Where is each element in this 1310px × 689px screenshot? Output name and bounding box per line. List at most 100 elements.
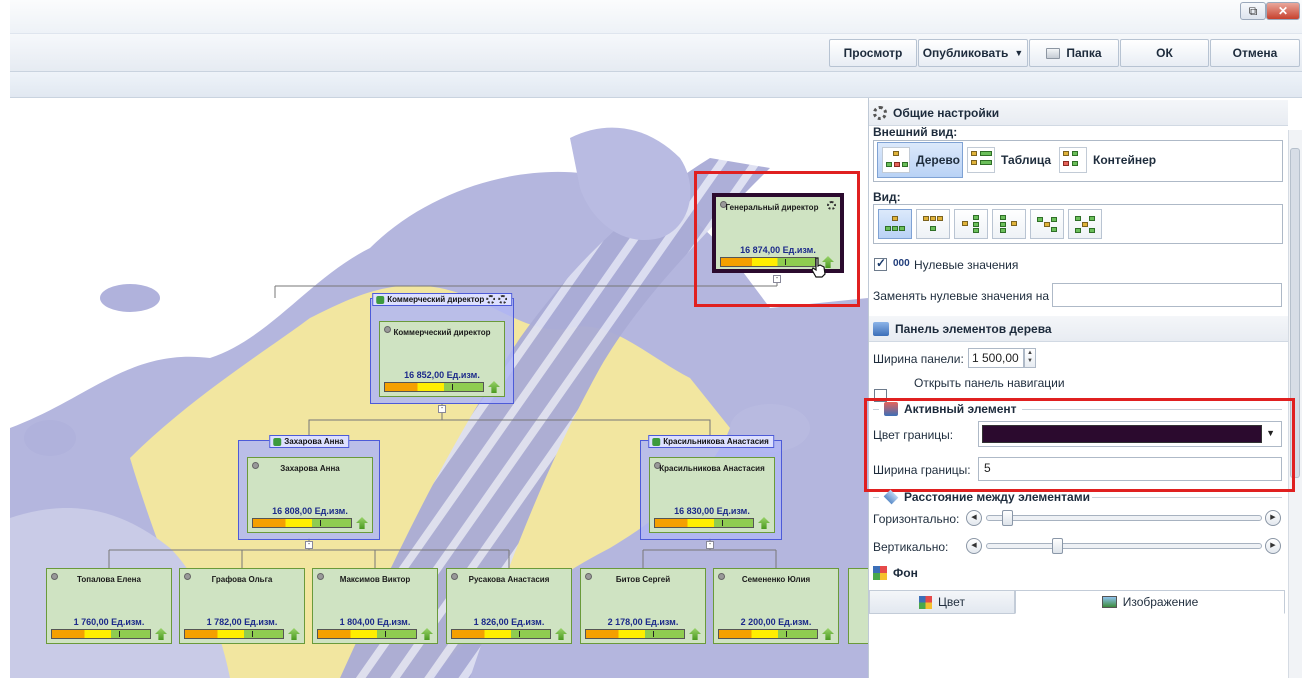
spacing-title-text: Расстояние между элементами bbox=[904, 490, 1090, 504]
collapse-toggle[interactable]: - bbox=[438, 405, 446, 413]
node-title: Семененко Юлия bbox=[741, 575, 811, 584]
restore-icon[interactable]: ⧉ bbox=[1240, 2, 1266, 20]
folder-button[interactable]: Папка bbox=[1029, 39, 1119, 67]
node-value: 1 826,00 Ед.изм. bbox=[473, 617, 545, 627]
node-title: Графова Ольга bbox=[211, 575, 273, 584]
hand-cursor-icon bbox=[811, 257, 826, 278]
replace-zero-input[interactable] bbox=[1052, 283, 1282, 307]
tree-panel-section-title: Панель элементов дерева bbox=[873, 322, 1052, 336]
collapse-toggle[interactable]: - bbox=[773, 275, 781, 283]
panel-width-stepper[interactable]: ▲▼ bbox=[1024, 348, 1036, 368]
fieldset-line bbox=[873, 409, 879, 410]
type-tree-button[interactable]: Дерево bbox=[877, 142, 963, 178]
org-chart-canvas[interactable]: Генеральный директор 16 874,00 Ед.изм. -… bbox=[10, 98, 868, 678]
view-bottom-up-icon bbox=[922, 215, 944, 233]
group-title-label: Коммерческий директор bbox=[387, 295, 485, 304]
tab-image[interactable]: Изображение bbox=[1015, 590, 1285, 614]
zero-values-icon: 000 bbox=[893, 258, 910, 269]
arrow-up-icon bbox=[155, 628, 167, 640]
folder-button-label: Папка bbox=[1066, 46, 1102, 60]
leaf-node-partial[interactable] bbox=[848, 568, 868, 644]
node-value: 16 830,00 Ед.изм. bbox=[674, 506, 750, 516]
panel-width-label: Ширина панели: bbox=[873, 352, 964, 366]
vertical-increase-button[interactable]: ▶ bbox=[1265, 538, 1281, 554]
panel-scrollbar-thumb[interactable] bbox=[1290, 148, 1300, 478]
view-left-right-button[interactable] bbox=[992, 209, 1026, 239]
zero-values-label: Нулевые значения bbox=[914, 258, 1019, 272]
border-width-input[interactable]: 5 bbox=[978, 457, 1282, 481]
fieldset-line bbox=[873, 497, 879, 498]
leaf-node[interactable]: Битов Сергей 2 178,00 Ед.изм. bbox=[580, 568, 706, 644]
leaf-node[interactable]: Семененко Юлия 2 200,00 Ед.изм. bbox=[713, 568, 839, 644]
type-table-button[interactable]: Таблица bbox=[967, 142, 1057, 178]
group-title-label: Захарова Анна bbox=[284, 437, 344, 446]
node-title: Максимов Виктор bbox=[339, 575, 411, 584]
background-title-text: Фон bbox=[893, 566, 918, 580]
type-table-label: Таблица bbox=[1001, 153, 1052, 167]
group-commercial[interactable]: Коммерческий директор Коммерческий дирек… bbox=[370, 293, 514, 404]
vertical-slider-thumb[interactable] bbox=[1052, 538, 1064, 554]
window-titlebar bbox=[10, 0, 1302, 34]
leaf-node[interactable]: Графова Ольга 1 782,00 Ед.изм. bbox=[179, 568, 305, 644]
node-mini-icon bbox=[718, 573, 725, 580]
leaf-node[interactable]: Русакова Анастасия 1 826,00 Ед.изм. bbox=[446, 568, 572, 644]
panel-width-input[interactable]: 1 500,00 bbox=[968, 348, 1024, 368]
tree-panel-icon bbox=[873, 322, 889, 336]
collapse-toggle[interactable]: - bbox=[706, 541, 714, 549]
zakharova-node[interactable]: Захарова Анна 16 808,00 Ед.изм. bbox=[247, 457, 373, 533]
horizontal-increase-button[interactable]: ▶ bbox=[1265, 510, 1281, 526]
publish-button[interactable]: Опубликовать▼ bbox=[918, 39, 1028, 67]
view-right-left-button[interactable] bbox=[954, 209, 988, 239]
status-bar bbox=[252, 518, 352, 528]
cancel-button-label: Отмена bbox=[1232, 46, 1278, 60]
view-center-horizontal-button[interactable] bbox=[1030, 209, 1064, 239]
view-top-down-icon bbox=[884, 215, 906, 233]
status-bar bbox=[384, 382, 484, 392]
type-container-button[interactable]: Контейнер bbox=[1059, 142, 1169, 178]
node-value: 1 760,00 Ед.изм. bbox=[73, 617, 145, 627]
gear-icon[interactable] bbox=[486, 295, 496, 305]
vertical-slider[interactable] bbox=[986, 543, 1262, 549]
node-mini-icon bbox=[252, 462, 259, 469]
view-center-radial-button[interactable] bbox=[1068, 209, 1102, 239]
tab-color[interactable]: Цвет bbox=[869, 590, 1015, 614]
view-left-right-icon bbox=[998, 215, 1020, 233]
collapse-toggle[interactable]: - bbox=[305, 541, 313, 549]
node-title: Красильникова Анастасия bbox=[659, 464, 765, 473]
border-color-picker[interactable]: ▼ bbox=[978, 421, 1282, 447]
gear-icon[interactable] bbox=[497, 295, 507, 305]
view-top-down-button[interactable] bbox=[878, 209, 912, 239]
group-title: Захарова Анна bbox=[269, 435, 349, 448]
group-zakharova[interactable]: Захарова Анна Захарова Анна 16 808,00 Ед… bbox=[238, 435, 380, 540]
active-element-icon bbox=[884, 402, 898, 416]
node-mini-icon bbox=[184, 573, 191, 580]
ok-button[interactable]: ОК bbox=[1120, 39, 1209, 67]
preview-button[interactable]: Просмотр bbox=[829, 39, 917, 67]
leaf-node[interactable]: Максимов Виктор 1 804,00 Ед.изм. bbox=[312, 568, 438, 644]
gear-icon[interactable] bbox=[827, 201, 836, 210]
root-node[interactable]: Генеральный директор 16 874,00 Ед.изм. bbox=[712, 193, 844, 273]
status-bar bbox=[451, 629, 551, 639]
status-bar bbox=[51, 629, 151, 639]
view-bottom-up-button[interactable] bbox=[916, 209, 950, 239]
vertical-decrease-button[interactable]: ◀ bbox=[966, 538, 982, 554]
preview-button-label: Просмотр bbox=[843, 46, 903, 60]
type-container-label: Контейнер bbox=[1093, 153, 1157, 167]
border-color-label: Цвет границы: bbox=[873, 428, 954, 442]
group-title: Коммерческий директор bbox=[372, 293, 512, 307]
krasilnikova-node[interactable]: Красильникова Анастасия 16 830,00 Ед.изм… bbox=[649, 457, 775, 533]
leaf-node[interactable]: Топалова Елена 1 760,00 Ед.изм. bbox=[46, 568, 172, 644]
zero-values-checkbox[interactable] bbox=[874, 256, 887, 271]
horizontal-slider-thumb[interactable] bbox=[1001, 510, 1013, 526]
close-icon[interactable]: ✕ bbox=[1266, 2, 1300, 20]
view-center-radial-icon bbox=[1074, 215, 1096, 233]
ok-button-label: ОК bbox=[1156, 46, 1173, 60]
group-krasilnikova[interactable]: Красильникова Анастасия Красильникова Ан… bbox=[640, 435, 782, 540]
chevron-down-icon[interactable]: ▼ bbox=[1266, 428, 1275, 438]
appearance-label: Внешний вид: bbox=[873, 125, 958, 139]
horizontal-decrease-button[interactable]: ◀ bbox=[966, 510, 982, 526]
horizontal-slider[interactable] bbox=[986, 515, 1262, 521]
cancel-button[interactable]: Отмена bbox=[1210, 39, 1300, 67]
arrow-up-icon bbox=[488, 381, 500, 393]
commercial-node[interactable]: Коммерческий директор 16 852,00 Ед.изм. bbox=[379, 321, 505, 397]
